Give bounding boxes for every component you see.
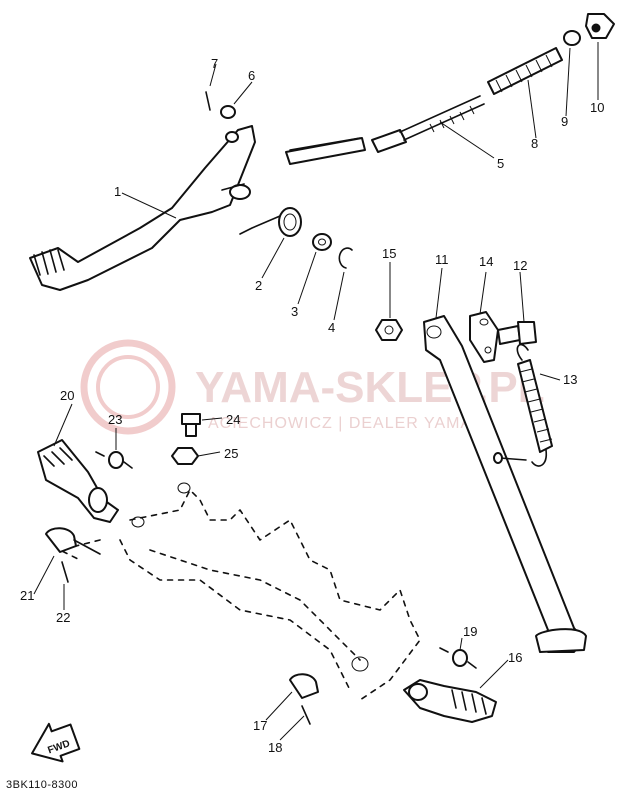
callout-21: 21 bbox=[20, 588, 34, 603]
footrest-spring-right bbox=[439, 647, 477, 669]
callout-20: 20 bbox=[60, 388, 74, 403]
adjusting-nut bbox=[585, 13, 615, 39]
callout-22: 22 bbox=[56, 610, 70, 625]
fwd-arrow-icon: FWD bbox=[31, 722, 81, 763]
nut bbox=[375, 319, 403, 341]
callout-25: 25 bbox=[224, 446, 238, 461]
watermark-subtitle: ACIECHOWICZ | DEALER YAMAHA bbox=[208, 415, 496, 432]
diagram-code: 3BK110-8300 bbox=[6, 779, 78, 791]
callout-7: 7 bbox=[211, 56, 218, 71]
callout-1: 1 bbox=[114, 184, 121, 199]
leader-lines bbox=[33, 42, 599, 741]
callout-14: 14 bbox=[479, 254, 493, 269]
watermark-logo-icon bbox=[80, 339, 176, 435]
callout-8: 8 bbox=[531, 136, 538, 151]
callout-6: 6 bbox=[248, 68, 255, 83]
callout-11: 11 bbox=[435, 252, 449, 267]
callout-5: 5 bbox=[497, 156, 504, 171]
callout-4: 4 bbox=[328, 320, 335, 335]
sidestand-bolt bbox=[497, 321, 537, 345]
circlip bbox=[338, 247, 353, 269]
watermark-brand: YAMA-SKLEP.PL bbox=[195, 363, 545, 412]
callout-9: 9 bbox=[561, 114, 568, 129]
footrest-pin-left bbox=[45, 527, 101, 555]
callout-24: 24 bbox=[226, 412, 240, 427]
callout-23: 23 bbox=[108, 412, 122, 427]
sidestand-bracket bbox=[469, 311, 499, 363]
callout-19: 19 bbox=[463, 624, 477, 639]
frame-outline bbox=[59, 489, 421, 701]
callout-16: 16 bbox=[508, 650, 522, 665]
brake-pedal bbox=[29, 125, 256, 291]
brake-rod bbox=[285, 95, 485, 165]
washer bbox=[312, 233, 332, 251]
cotter-pin-left bbox=[61, 561, 69, 583]
callout-13: 13 bbox=[563, 372, 577, 387]
callout-3: 3 bbox=[291, 304, 298, 319]
left-footrest bbox=[37, 439, 119, 523]
rod-collar bbox=[563, 30, 581, 46]
callout-2: 2 bbox=[255, 278, 262, 293]
footrest-pin-right bbox=[289, 673, 319, 699]
footrest-spring-left bbox=[95, 451, 133, 469]
callout-15: 15 bbox=[382, 246, 396, 261]
sidestand bbox=[423, 315, 587, 653]
callout-12: 12 bbox=[513, 258, 527, 273]
sidestand-spring bbox=[493, 343, 553, 467]
callout-18: 18 bbox=[268, 740, 282, 755]
callout-17: 17 bbox=[253, 718, 267, 733]
cotter-pin bbox=[205, 91, 211, 111]
brake-rod-spring bbox=[487, 47, 563, 95]
pedal-return-spring bbox=[239, 207, 302, 237]
watermark: YAMA-SKLEP.PL ACIECHOWICZ | DEALER YAMAH… bbox=[80, 339, 545, 435]
callout-numbers: 1 2 3 4 5 6 7 8 9 10 11 12 13 14 15 16 1… bbox=[20, 56, 604, 755]
nut-25 bbox=[171, 447, 199, 465]
callout-10: 10 bbox=[590, 100, 604, 115]
right-footrest bbox=[403, 679, 497, 723]
washer-small bbox=[220, 105, 236, 119]
bolt-24 bbox=[181, 413, 201, 437]
cotter-pin-right bbox=[301, 705, 311, 725]
